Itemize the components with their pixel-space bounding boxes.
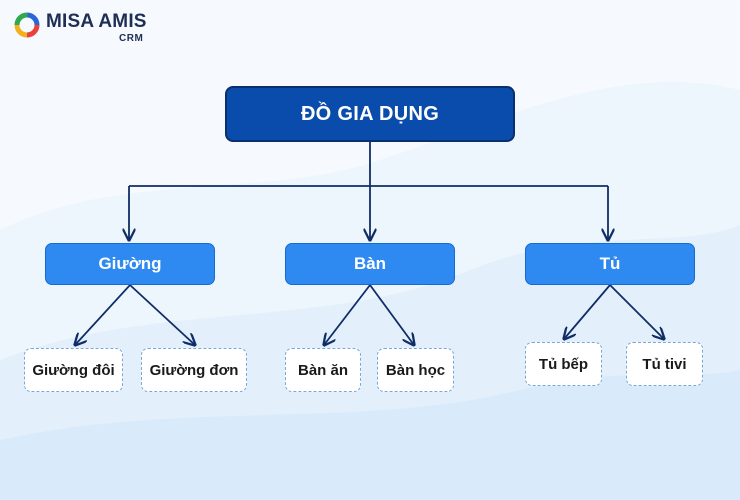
leaf-node-tu-bep: Tủ bếp bbox=[525, 342, 602, 386]
category-node-giuong: Giường bbox=[45, 243, 215, 285]
brand-product: CRM bbox=[119, 33, 144, 44]
leaf-node-ban-an: Bàn ăn bbox=[285, 348, 361, 392]
leaf-node-giuong-don: Giường đơn bbox=[141, 348, 247, 392]
category-node-ban: Bàn bbox=[285, 243, 455, 285]
leaf-node-ban-hoc: Bàn học bbox=[377, 348, 454, 392]
leaf-node-tu-tivi: Tủ tivi bbox=[626, 342, 703, 386]
leaf-node-giuong-doi: Giường đôi bbox=[24, 348, 123, 392]
brand-name: MISA AMIS bbox=[46, 11, 147, 32]
root-node: ĐỒ GIA DỤNG bbox=[225, 86, 515, 142]
category-node-tu: Tủ bbox=[525, 243, 695, 285]
misa-ring-logo-icon bbox=[14, 12, 40, 38]
